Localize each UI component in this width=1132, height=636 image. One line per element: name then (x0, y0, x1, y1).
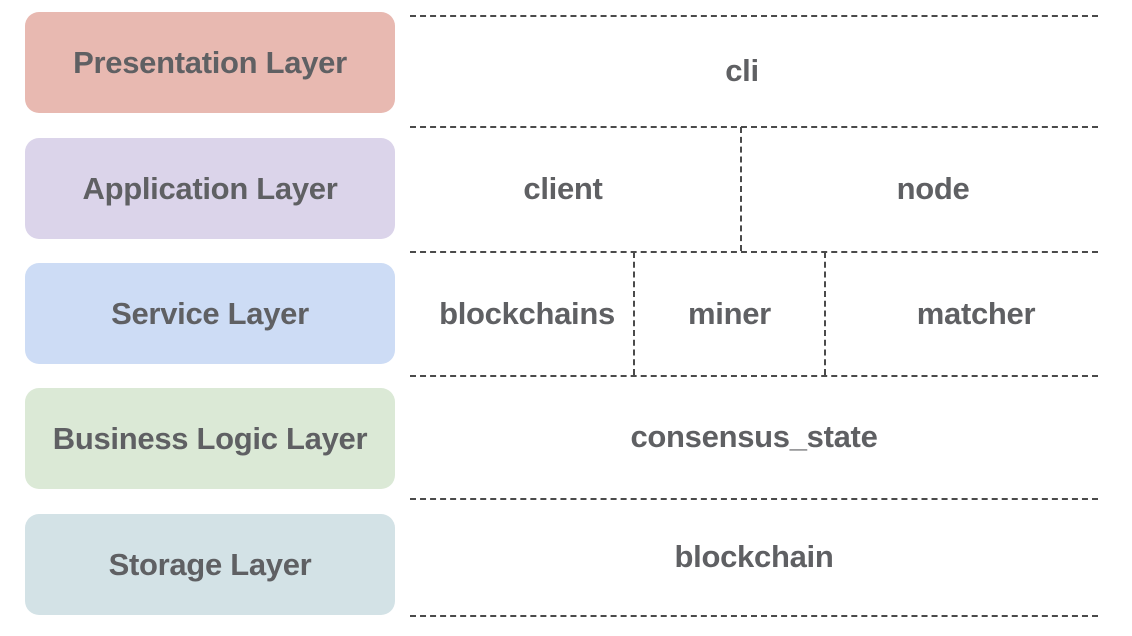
application-layer-label: Application Layer (82, 170, 338, 206)
service-layer-box: Service Layer (25, 263, 395, 364)
module-blockchains: blockchains (439, 295, 615, 331)
separator-application-service (410, 251, 1098, 253)
service-layer-label: Service Layer (111, 295, 309, 331)
business-logic-layer-box: Business Logic Layer (25, 388, 395, 489)
presentation-layer-label: Presentation Layer (73, 44, 347, 80)
divider-client-node (740, 127, 742, 251)
separator-service-business-logic (410, 375, 1098, 377)
divider-miner-matcher (824, 252, 826, 375)
business-logic-layer-label: Business Logic Layer (52, 420, 368, 456)
module-node: node (896, 171, 970, 206)
module-blockchain: blockchain (674, 539, 834, 574)
separator-top (410, 15, 1098, 17)
divider-blockchains-miner (633, 252, 635, 375)
module-client: client (523, 171, 603, 206)
storage-layer-label: Storage Layer (108, 546, 312, 582)
presentation-layer-box: Presentation Layer (25, 12, 395, 113)
separator-bottom (410, 615, 1098, 617)
module-consensus-state: consensus_state (630, 419, 878, 454)
storage-layer-box: Storage Layer (25, 514, 395, 615)
module-matcher: matcher (916, 295, 1036, 331)
module-cli: cli (725, 53, 759, 88)
separator-presentation-application (410, 126, 1098, 128)
module-miner: miner (688, 295, 771, 331)
separator-business-logic-storage (410, 498, 1098, 500)
application-layer-box: Application Layer (25, 138, 395, 239)
